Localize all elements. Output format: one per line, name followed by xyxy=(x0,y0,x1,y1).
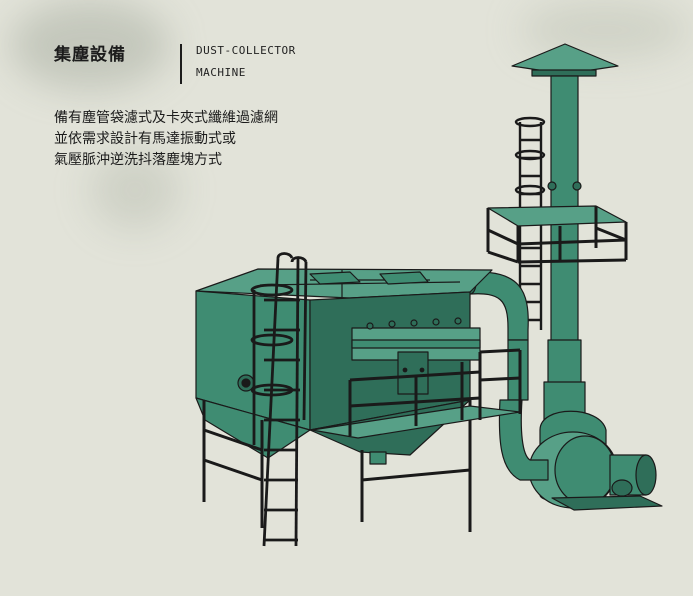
chimney-cap-rim xyxy=(531,69,597,77)
title-divider xyxy=(180,44,182,84)
background-smudge xyxy=(90,150,180,230)
description-line-2: 並依需求設計有馬達振動式或 xyxy=(54,131,236,147)
stack-platform xyxy=(486,205,628,264)
chimney-port xyxy=(547,181,557,191)
section-subtitle: DUST-COLLECTOR MACHINE xyxy=(196,40,296,84)
background-smudge xyxy=(10,0,170,90)
description: 備有塵管袋濾式及卡夾式纖維過濾網 並依需求設計有馬達振動式或 氣壓脈沖逆洗抖落塵… xyxy=(54,108,278,171)
background-smudge xyxy=(520,0,690,60)
inspection-door xyxy=(397,351,429,395)
subtitle-line-2: MACHINE xyxy=(196,66,246,79)
subtitle-line-1: DUST-COLLECTOR xyxy=(196,44,296,57)
chimney-pipe xyxy=(550,75,579,377)
housing-walkway xyxy=(311,348,522,439)
blower-base xyxy=(551,495,663,511)
support-legs xyxy=(202,400,472,532)
description-line-3: 氣壓脈沖逆洗抖落塵塊方式 xyxy=(54,152,222,168)
section-title: 集塵設備 xyxy=(54,45,126,65)
chimney-port xyxy=(572,181,582,191)
main-ladder xyxy=(250,252,308,547)
description-line-1: 備有塵管袋濾式及卡夾式纖維過濾網 xyxy=(54,110,278,126)
chimney-stack xyxy=(511,43,619,423)
blower-fan xyxy=(528,410,663,511)
